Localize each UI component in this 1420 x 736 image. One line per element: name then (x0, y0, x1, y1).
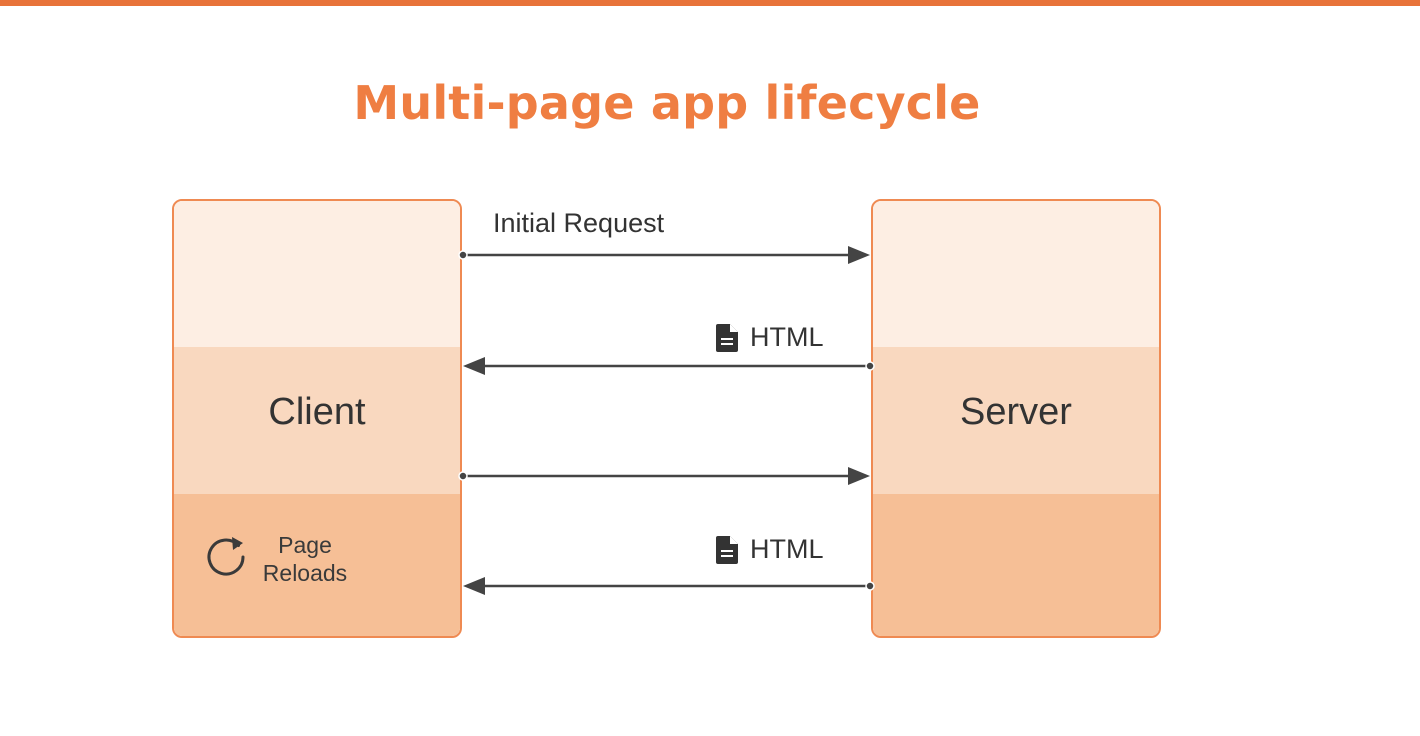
server-band-bottom (873, 494, 1159, 636)
arrow-html-response-2 (463, 577, 875, 595)
server-label: Server (960, 391, 1072, 433)
client-box: Client Page Reloads (172, 199, 462, 638)
html-response-label-1: HTML (716, 322, 824, 353)
client-band-bottom (174, 494, 460, 636)
server-box: Server (871, 199, 1161, 638)
page-reload-line2: Reloads (262, 560, 348, 586)
top-accent-bar (0, 0, 1420, 6)
client-band-top (174, 201, 460, 347)
html-response-label-2: HTML (716, 534, 824, 565)
client-label: Client (268, 391, 366, 433)
arrow-request-2 (458, 467, 870, 485)
page-reload-indicator: Page Reloads (202, 531, 402, 601)
document-icon (716, 535, 738, 564)
page-reload-line1: Page (278, 532, 332, 558)
server-band-middle (873, 347, 1159, 494)
arrow-initial-request (458, 246, 870, 264)
refresh-icon (207, 537, 245, 576)
html-label-text-1: HTML (750, 322, 824, 352)
page-reload-text: Page Reloads (260, 531, 350, 587)
diagram-title: Multi-page app lifecycle (353, 76, 981, 130)
html-label-text-2: HTML (750, 534, 824, 564)
arrow-html-response-1 (463, 357, 875, 375)
document-icon (716, 323, 738, 352)
client-band-middle (174, 347, 460, 494)
server-band-top (873, 201, 1159, 347)
initial-request-label: Initial Request (493, 208, 665, 238)
